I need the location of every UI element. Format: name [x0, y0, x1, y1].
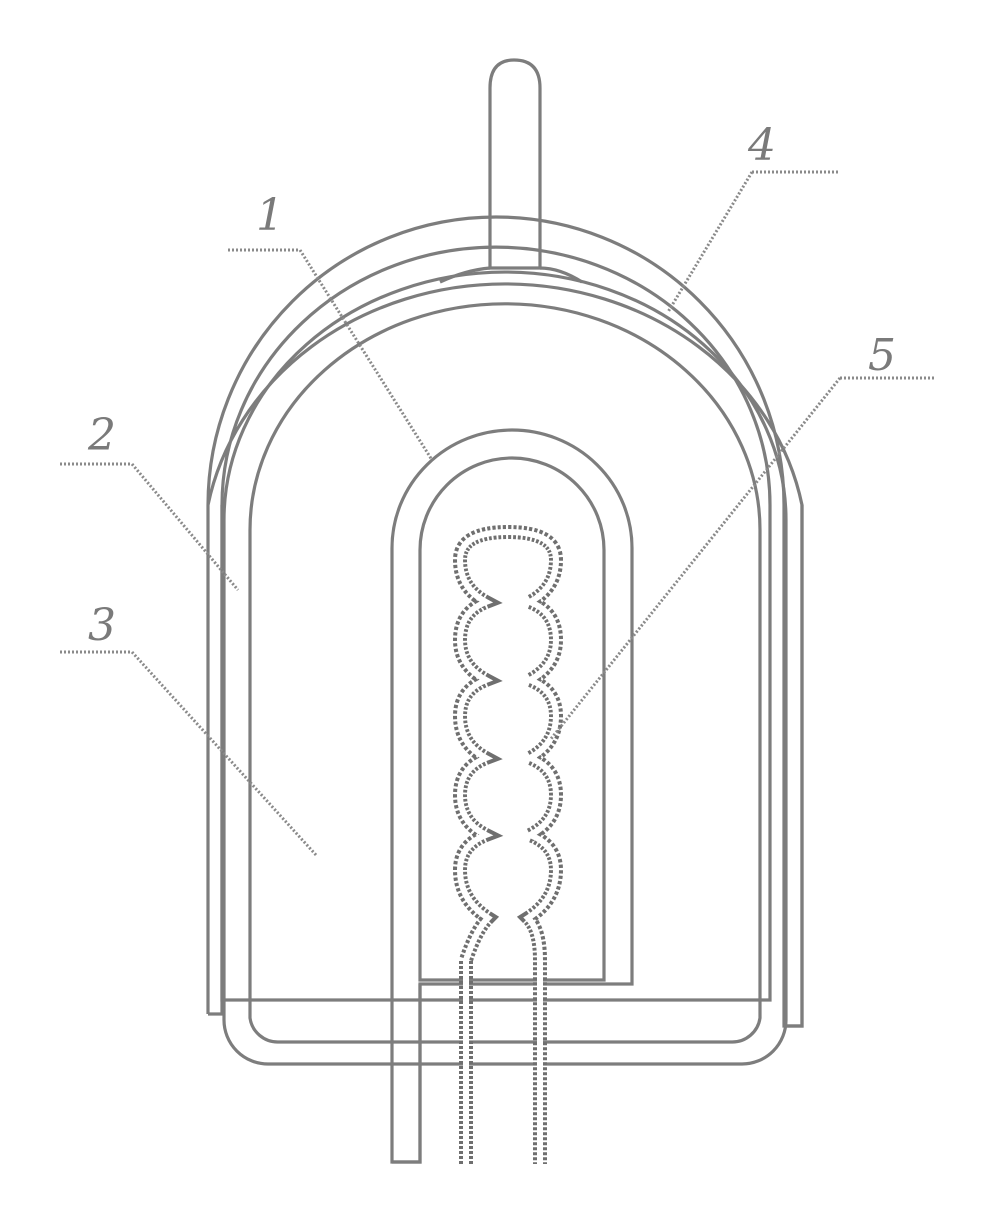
top-stem: [439, 58, 583, 284]
leader-line-4-diag: [666, 171, 754, 313]
label-2: 2: [87, 410, 116, 461]
label-1: 1: [256, 190, 284, 241]
leader-lines: [60, 170, 936, 857]
inner-tube: [390, 428, 634, 1164]
leader-line-2-diag: [130, 463, 240, 591]
label-4: 4: [747, 120, 776, 171]
label-3: 3: [88, 600, 116, 651]
label-5: 5: [868, 330, 896, 381]
leader-line-3-diag: [130, 650, 318, 857]
leader-line-5-diag: [548, 377, 842, 741]
heating-coil: [452, 524, 564, 1164]
middle-shell: [222, 270, 788, 1066]
outer-shell: [206, 215, 804, 1028]
leader-line-1-diag: [298, 249, 434, 461]
